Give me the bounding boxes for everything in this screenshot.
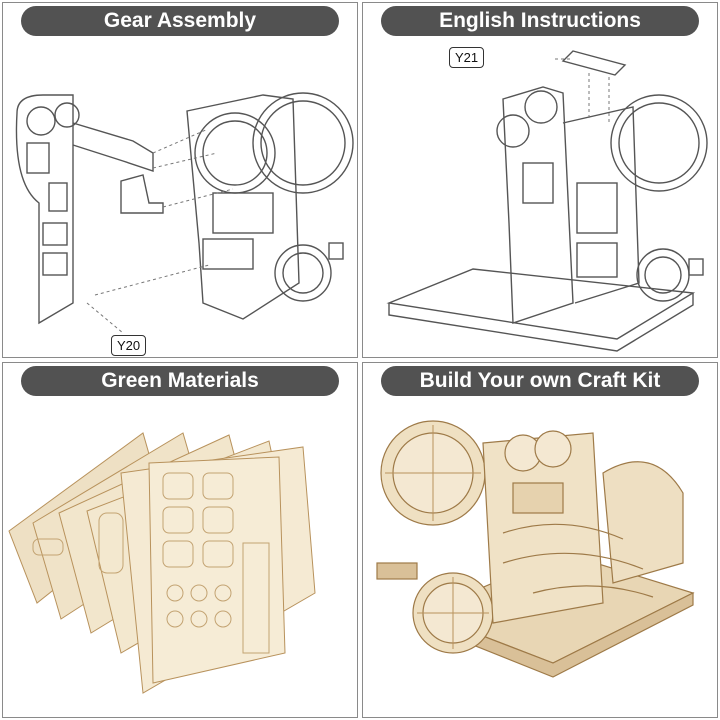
- panel-title: Green Materials: [21, 366, 339, 396]
- instructions-diagram: [386, 50, 708, 352]
- assembled-kit-image: [376, 420, 695, 678]
- wooden-sheets-image: [8, 432, 316, 694]
- panel-green-materials: Green Materials: [2, 362, 358, 718]
- panel-english-instructions: English Instructions Y21: [362, 2, 718, 358]
- panel-title: Gear Assembly: [21, 6, 339, 36]
- part-label-y21: Y21: [449, 47, 485, 68]
- panel-build-your-own-craft-kit: Build Your own Craft Kit: [362, 362, 718, 718]
- panel-title: Build Your own Craft Kit: [381, 366, 699, 396]
- gear-assembly-diagram: [15, 92, 354, 334]
- panel-title: English Instructions: [381, 6, 699, 36]
- part-label-y20: Y20: [111, 335, 147, 356]
- panel-gear-assembly: Gear Assembly Y20: [2, 2, 358, 358]
